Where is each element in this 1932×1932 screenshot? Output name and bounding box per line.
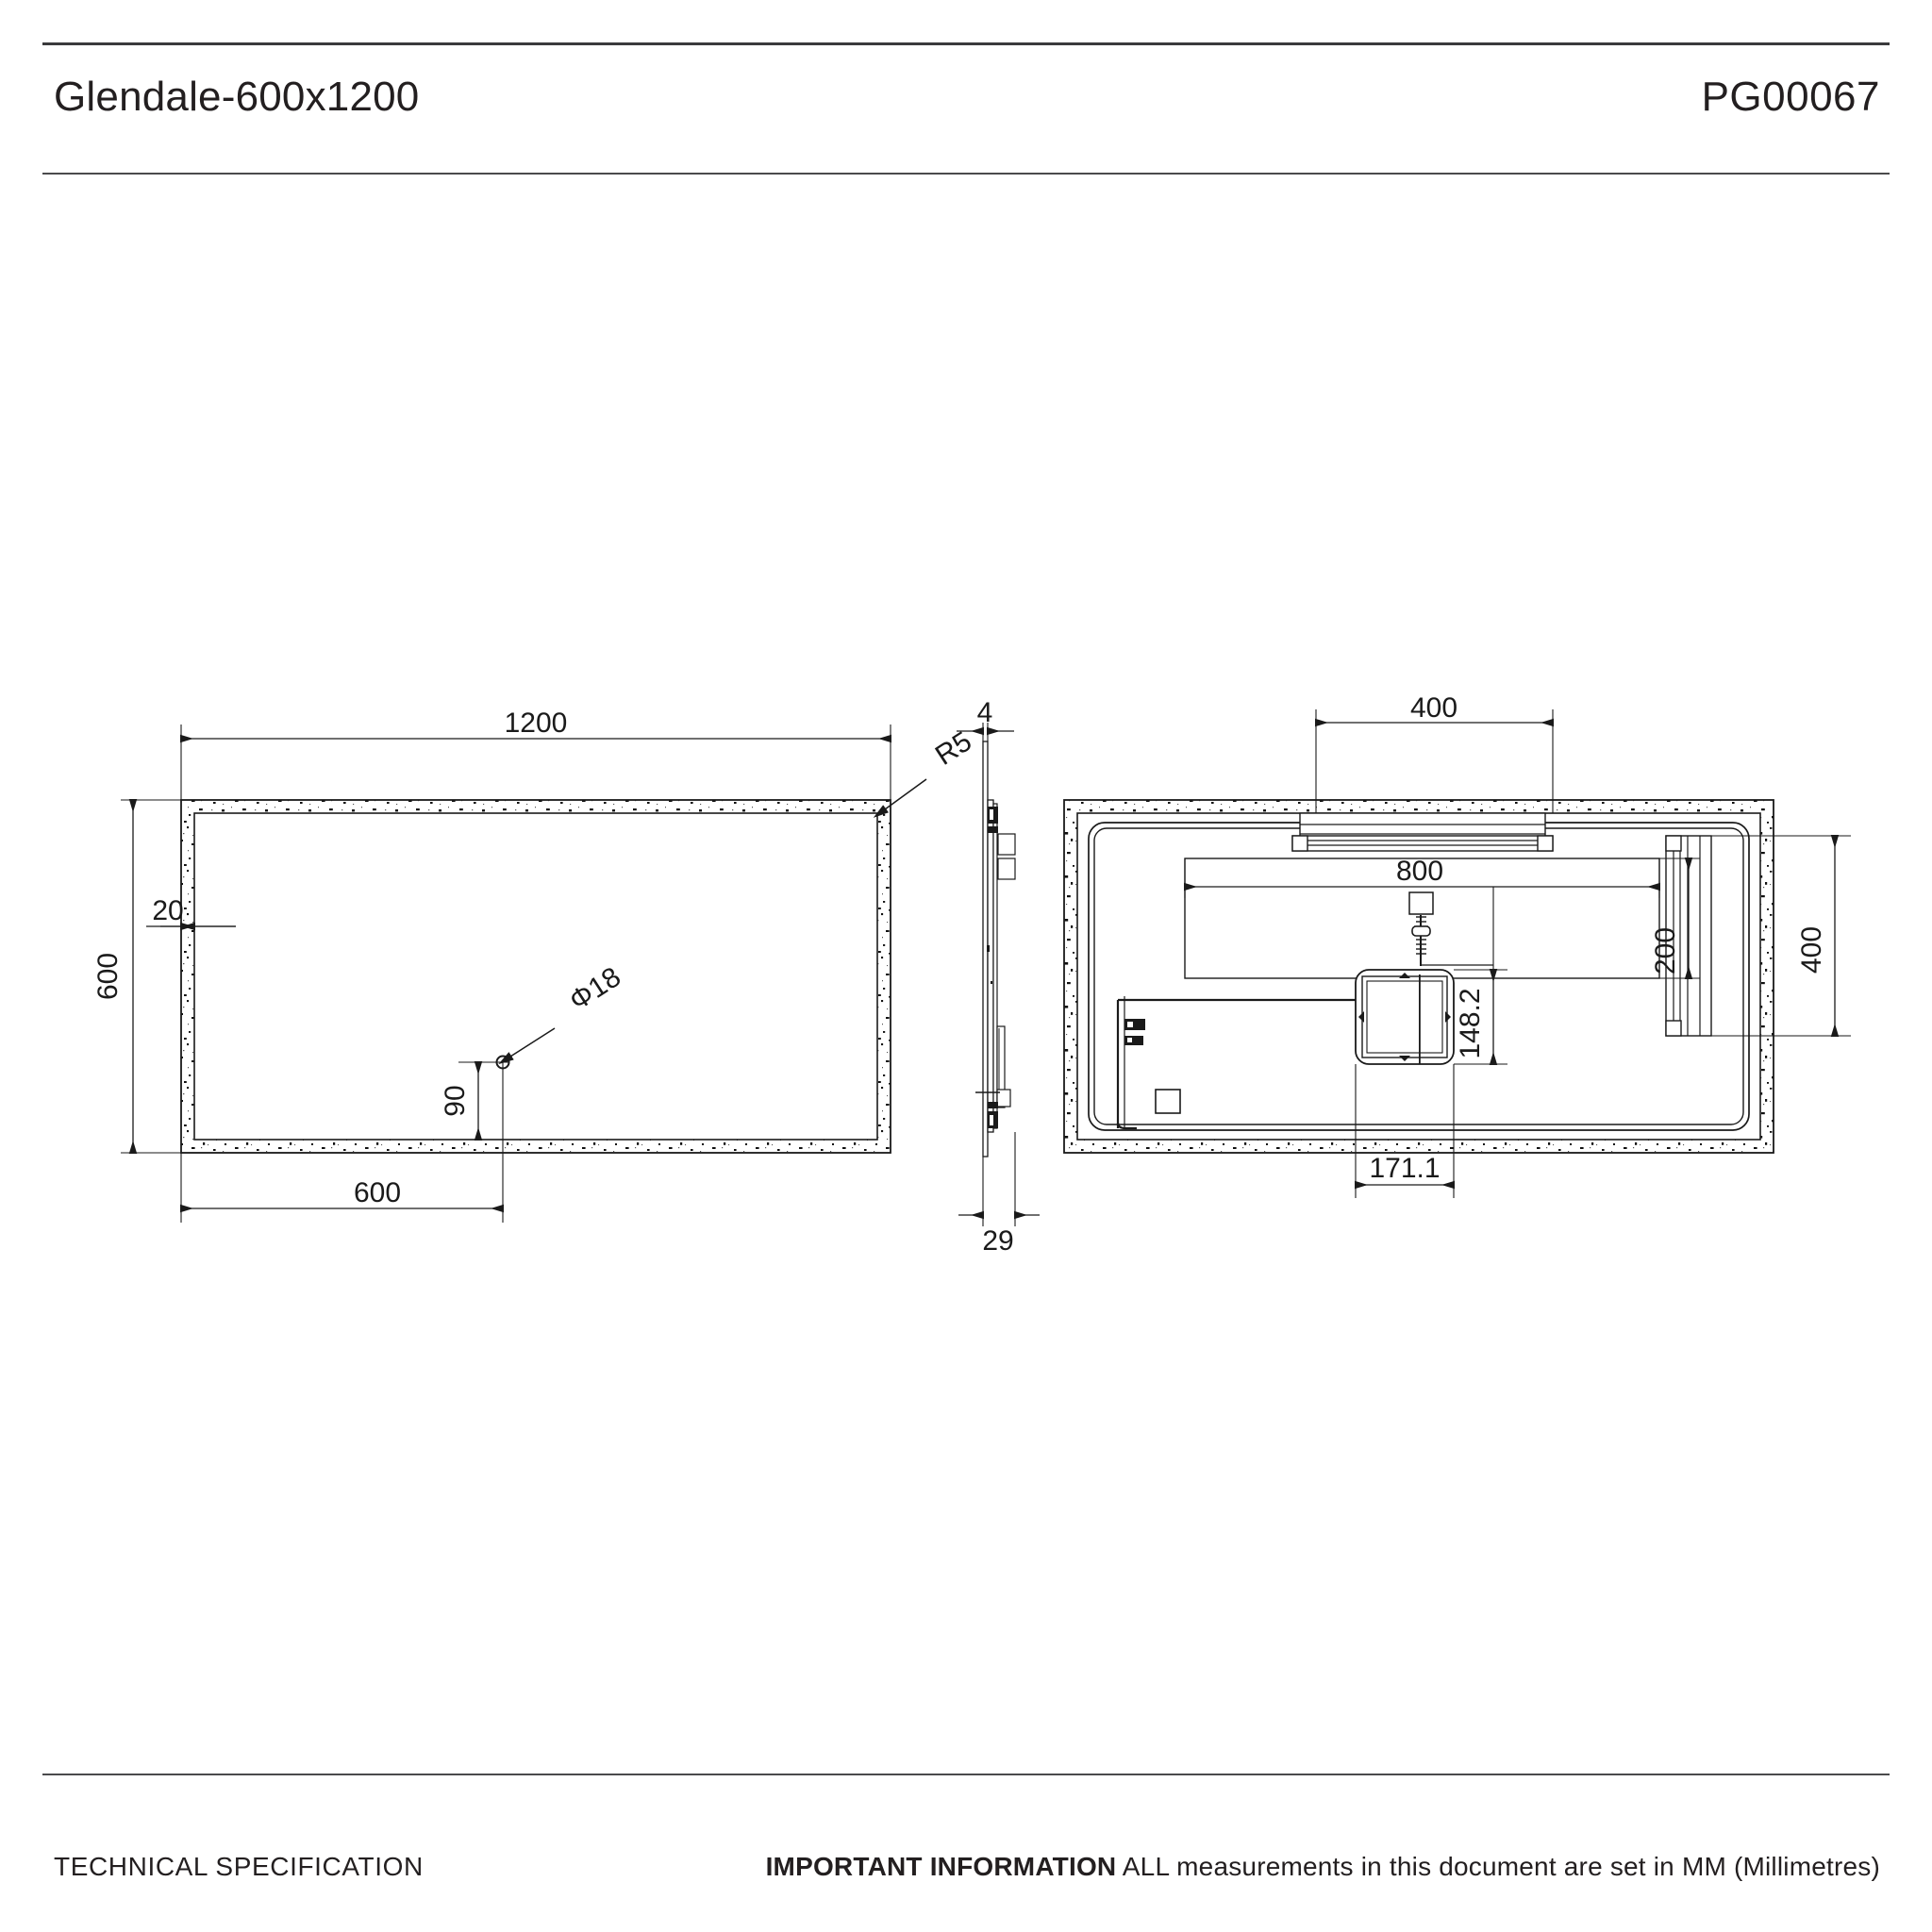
rear-view-group <box>1063 709 1851 1198</box>
footer-divider <box>42 1774 1890 1775</box>
main-demister-pad <box>1184 858 1660 979</box>
footer-technical-specification-label: TECHNICAL SPECIFICATION <box>54 1852 424 1881</box>
header-divider <box>42 173 1890 175</box>
front-mirror-face <box>193 812 878 1141</box>
dim-mid-pad-width: 800 <box>1396 856 1443 887</box>
dim-front-height: 600 <box>92 953 124 1000</box>
dim-hole-offset-x: 600 <box>354 1177 401 1208</box>
product-code: PG00067 <box>1701 74 1880 120</box>
top-rule <box>42 42 1890 45</box>
page-title: Glendale-600x1200 <box>54 74 420 120</box>
side-view-group <box>957 723 1040 1226</box>
dim-corner-radius: R5 <box>930 725 977 772</box>
dim-front-width: 1200 <box>505 708 568 739</box>
dim-glass-thickness: 4 <box>977 697 993 728</box>
dim-driver-height: 148.2 <box>1455 988 1486 1058</box>
footer-important-information: IMPORTANT INFORMATION ALL measurements i… <box>766 1852 1880 1882</box>
dim-mid-pad-height: 200 <box>1650 927 1681 974</box>
side-backer <box>987 799 994 1133</box>
dim-total-depth: 29 <box>982 1225 1013 1257</box>
dim-front-frame-thickness: 20 <box>152 895 183 926</box>
dim-hole-offset-y: 90 <box>440 1085 471 1116</box>
touch-sensor <box>1155 1089 1181 1114</box>
sensor-connector <box>1408 891 1434 915</box>
dim-top-pad-width: 400 <box>1410 692 1457 724</box>
front-view-group <box>121 724 927 1223</box>
dim-side-pad-height: 400 <box>1796 926 1827 974</box>
footer-important-label: IMPORTANT INFORMATION <box>765 1852 1117 1881</box>
footer-measurement-note: ALL measurements in this document are se… <box>1116 1852 1880 1881</box>
dim-driver-offset: 171.1 <box>1369 1153 1440 1184</box>
